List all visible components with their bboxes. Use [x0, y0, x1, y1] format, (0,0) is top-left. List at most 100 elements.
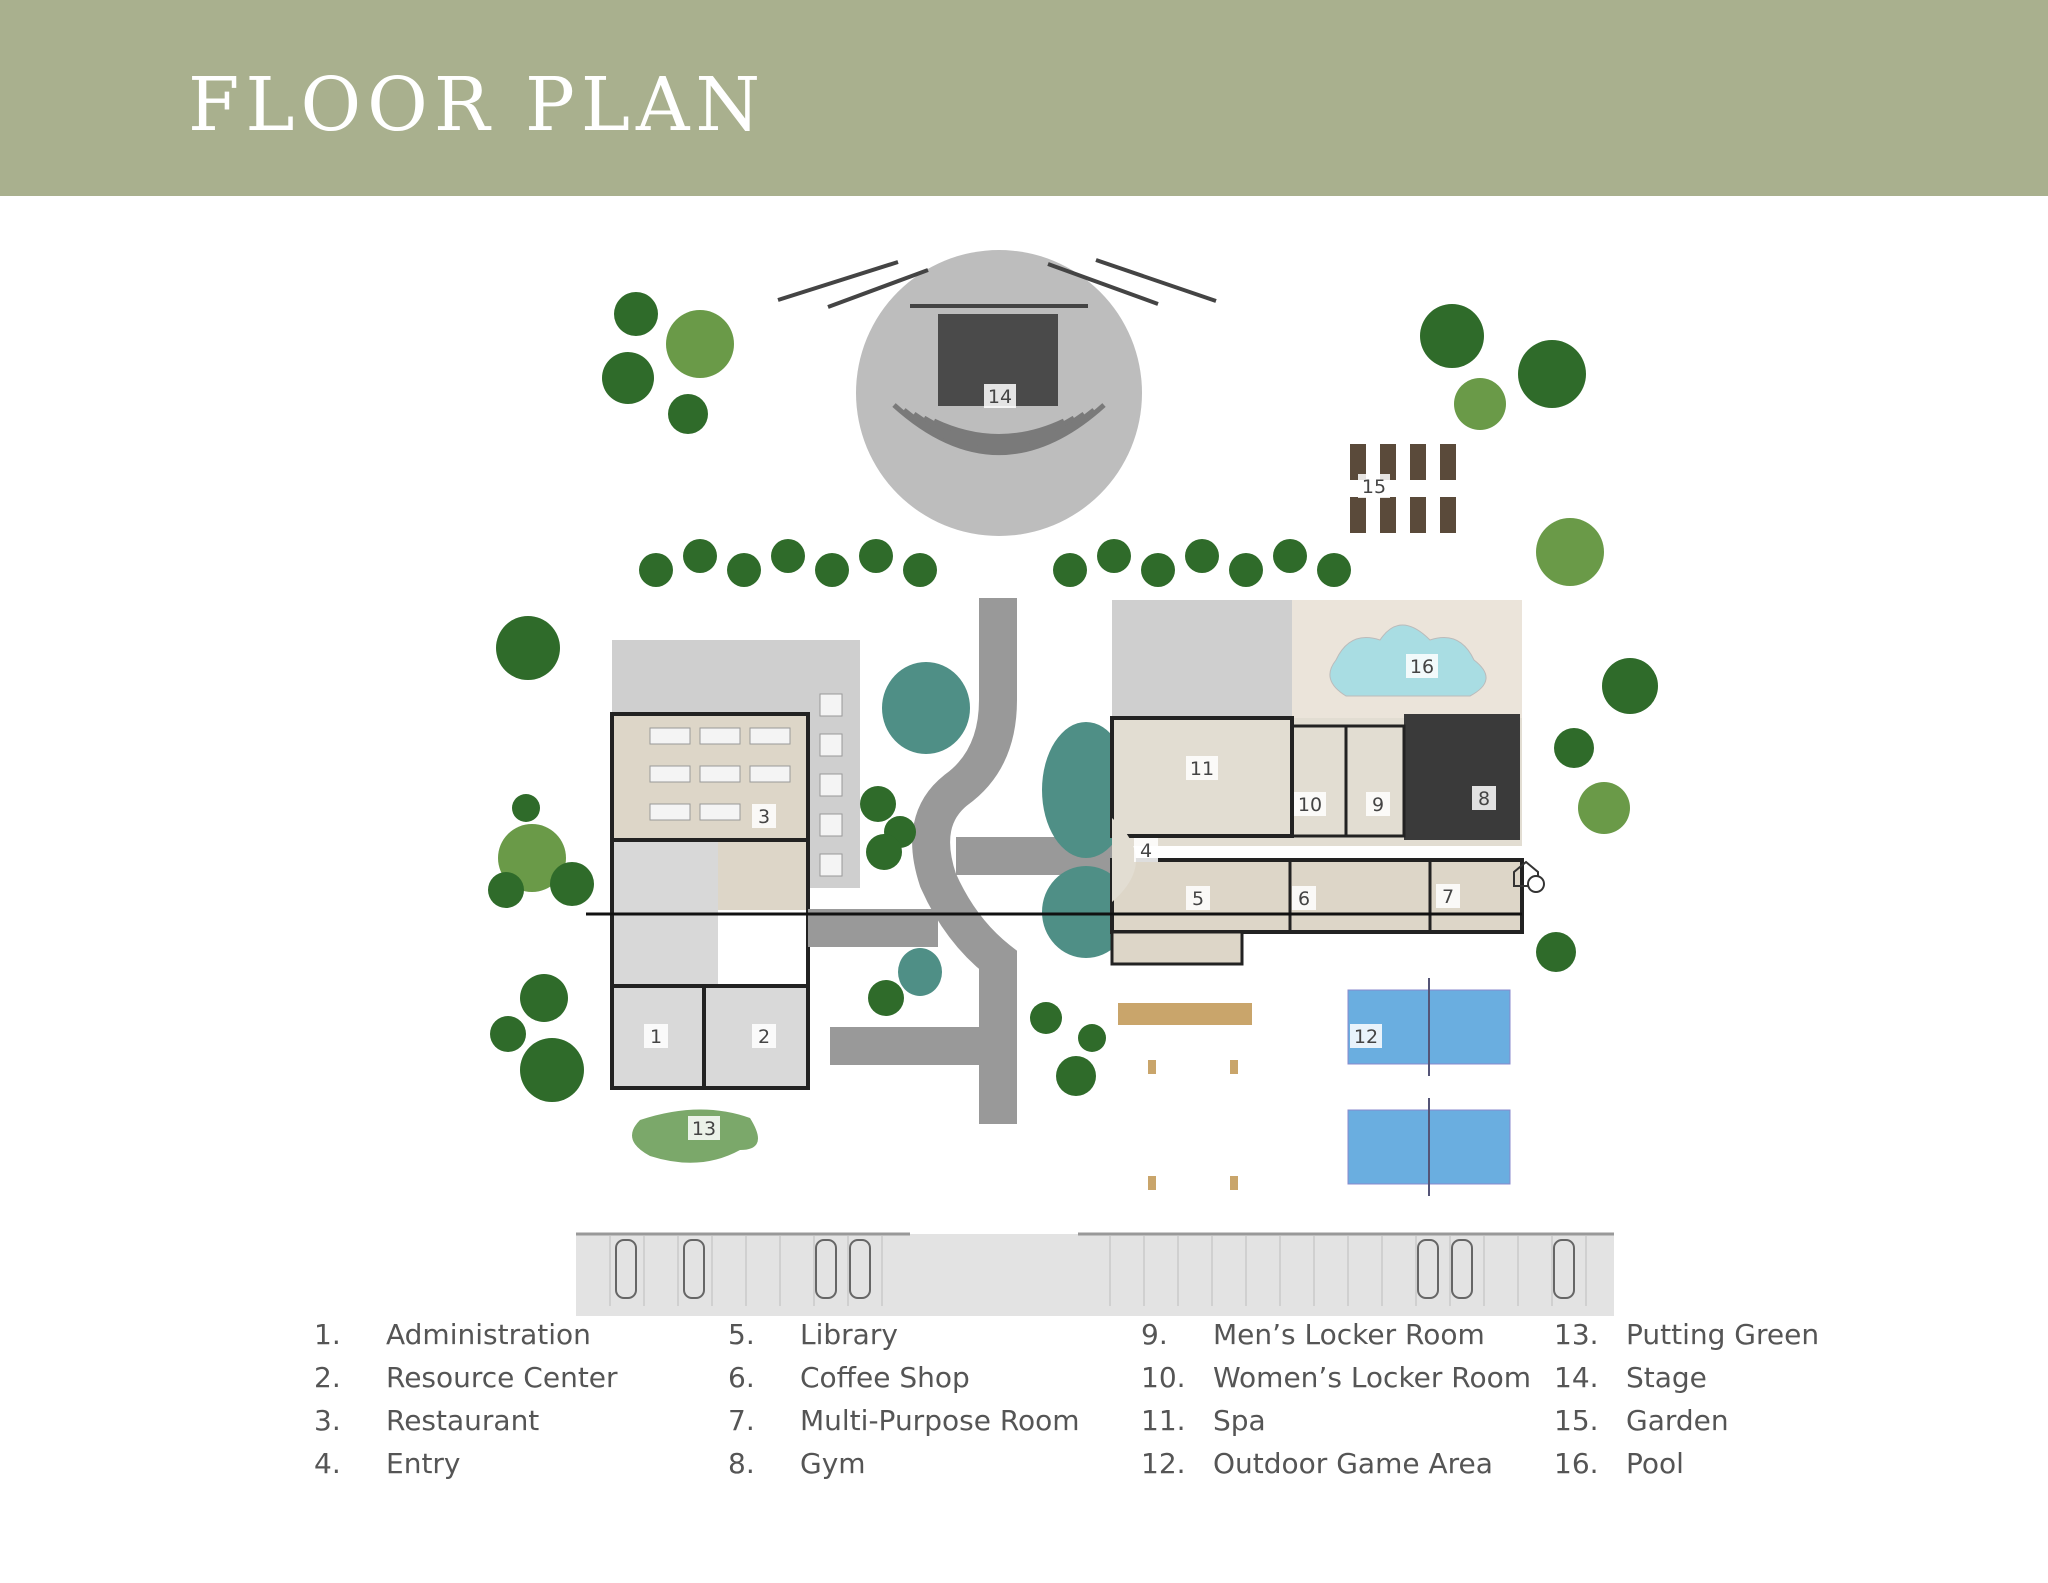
- legend-label: Restaurant: [386, 1404, 540, 1437]
- tree-icon: [520, 974, 568, 1022]
- room-tag-7: 7: [1436, 884, 1460, 908]
- tree-icon: [602, 352, 654, 404]
- tree-icon: [1578, 782, 1630, 834]
- legend-number: 12.: [1141, 1447, 1186, 1480]
- room-number-4: 4: [1140, 840, 1152, 862]
- legend-label: Putting Green: [1626, 1318, 1820, 1351]
- palm-tree-icon: [639, 553, 673, 587]
- room-number-11: 11: [1190, 758, 1214, 780]
- room-number-2: 2: [758, 1026, 770, 1048]
- room-number-1: 1: [650, 1026, 662, 1048]
- palm-tree-icon: [859, 539, 893, 573]
- room-tag-3: 3: [752, 804, 776, 828]
- tree-icon: [866, 834, 902, 870]
- room-tag-10: 10: [1294, 792, 1326, 816]
- room-number-9: 9: [1372, 794, 1384, 816]
- palm-tree-icon: [903, 553, 937, 587]
- palm-tree-icon: [1185, 539, 1219, 573]
- legend-label: Coffee Shop: [800, 1361, 970, 1394]
- page-title: FLOOR PLAN: [188, 62, 767, 148]
- room-number-6: 6: [1298, 888, 1310, 910]
- parking-lot: [576, 1232, 1614, 1316]
- garden-beds: [1350, 444, 1456, 533]
- legend-number: 16.: [1554, 1447, 1599, 1480]
- room-tag-13: 13: [688, 1116, 720, 1140]
- room-tag-6: 6: [1292, 886, 1316, 910]
- legend-label: Stage: [1626, 1361, 1707, 1394]
- room-tag-8: 8: [1472, 786, 1496, 810]
- legend-number: 1.: [314, 1318, 341, 1351]
- room-number-15: 15: [1362, 476, 1386, 498]
- tree-icon: [1056, 1056, 1096, 1096]
- palm-tree-icon: [1273, 539, 1307, 573]
- legend-label: Entry: [386, 1447, 461, 1480]
- legend-number: 6.: [728, 1361, 755, 1394]
- legend-number: 11.: [1141, 1404, 1186, 1437]
- tree-icon: [668, 394, 708, 434]
- legend-number: 10.: [1141, 1361, 1186, 1394]
- tree-icon: [520, 1038, 584, 1102]
- legend-number: 14.: [1554, 1361, 1599, 1394]
- tree-icon: [512, 794, 540, 822]
- east-wing: [586, 600, 1524, 966]
- admin-resource-building: [610, 984, 810, 1090]
- palms: [639, 539, 1351, 587]
- room-number-13: 13: [692, 1118, 716, 1140]
- legend-number: 4.: [314, 1447, 341, 1480]
- tree-icon: [614, 292, 658, 336]
- legend-number: 9.: [1141, 1318, 1168, 1351]
- legend-label: Spa: [1213, 1404, 1266, 1437]
- room-number-8: 8: [1478, 788, 1490, 810]
- legend-label: Garden: [1626, 1404, 1729, 1437]
- tree-icon: [1536, 518, 1604, 586]
- room-tag-2: 2: [752, 1024, 776, 1048]
- palm-tree-icon: [683, 539, 717, 573]
- palm-tree-icon: [815, 553, 849, 587]
- legend-number: 8.: [728, 1447, 755, 1480]
- room-number-16: 16: [1410, 656, 1434, 678]
- room-tag-14: 14: [984, 384, 1016, 408]
- palm-tree-icon: [1317, 553, 1351, 587]
- legend-number: 13.: [1554, 1318, 1599, 1351]
- legend-label: Pool: [1626, 1447, 1684, 1480]
- room-number-5: 5: [1192, 888, 1204, 910]
- room-tag-1: 1: [644, 1024, 668, 1048]
- tree-icon: [488, 872, 524, 908]
- tree-icon: [860, 786, 896, 822]
- tree-icon: [490, 1016, 526, 1052]
- ponds: [882, 662, 1130, 996]
- legend-number: 15.: [1554, 1404, 1599, 1437]
- palm-tree-icon: [771, 539, 805, 573]
- entrance-marker-icon: [1513, 860, 1545, 893]
- tree-icon: [1030, 1002, 1062, 1034]
- legend-label: Gym: [800, 1447, 866, 1480]
- room-tag-11: 11: [1186, 756, 1218, 780]
- room-tag-15: 15: [1358, 474, 1390, 498]
- header-band: [0, 0, 2048, 196]
- room-tag-5: 5: [1186, 886, 1210, 910]
- tree-icon: [666, 310, 734, 378]
- outdoor-game-area: [1118, 978, 1511, 1196]
- tree-icon: [1420, 304, 1484, 368]
- palm-tree-icon: [1097, 539, 1131, 573]
- legend-label: Resource Center: [386, 1361, 618, 1394]
- tree-icon: [496, 616, 560, 680]
- tree-icon: [550, 862, 594, 906]
- trees: [488, 292, 1658, 1102]
- legend-label: Administration: [386, 1318, 591, 1351]
- legend-label: Multi-Purpose Room: [800, 1404, 1080, 1437]
- tree-icon: [868, 980, 904, 1016]
- tree-icon: [1554, 728, 1594, 768]
- tree-icon: [1602, 658, 1658, 714]
- legend-number: 5.: [728, 1318, 755, 1351]
- room-number-3: 3: [758, 806, 770, 828]
- palm-tree-icon: [727, 553, 761, 587]
- room-tags: 1 2 3 4 5 6 7 8 9 10 11 12 13 14 15 16: [644, 384, 1496, 1140]
- tree-icon: [1078, 1024, 1106, 1052]
- room-number-10: 10: [1298, 794, 1322, 816]
- room-number-12: 12: [1354, 1026, 1378, 1048]
- legend-number: 7.: [728, 1404, 755, 1437]
- room-tag-9: 9: [1366, 792, 1390, 816]
- room-tag-16: 16: [1406, 654, 1438, 678]
